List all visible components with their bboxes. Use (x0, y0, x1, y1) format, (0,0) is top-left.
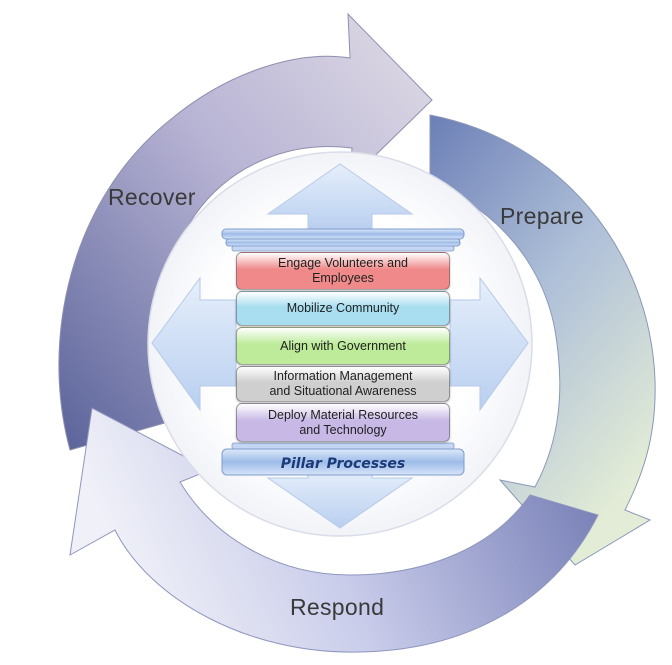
pillar-process-engage: Engage Volunteers and Employees (236, 252, 450, 290)
pillar-process-mobilize: Mobilize Community (236, 291, 450, 326)
pillar-process-align: Align with Government (236, 327, 450, 365)
phase-label-respond: Respond (290, 594, 385, 620)
prepare-arrow (429, 114, 656, 566)
pillar-footer-label: Pillar Processes (280, 456, 406, 472)
pillar-process-label: Mobilize Community (286, 301, 400, 315)
pillar-process-label: Engage Volunteers and Employees (278, 256, 408, 285)
pillar-process-deploy: Deploy Material Resources and Technology (236, 403, 450, 442)
phase-label-prepare: Prepare (500, 203, 584, 229)
pillar-capital (221, 228, 465, 252)
pillar-base (221, 442, 465, 476)
right-arrow (449, 276, 529, 412)
phase-label-recover: Recover (108, 184, 196, 210)
pillar-process-label: Deploy Material Resources and Technology (267, 407, 419, 437)
pillar-process-label: Information Management and Situational A… (269, 369, 417, 398)
pillar-process-label: Align with Government (280, 338, 406, 353)
pillar-process-information: Information Management and Situational A… (236, 366, 450, 402)
